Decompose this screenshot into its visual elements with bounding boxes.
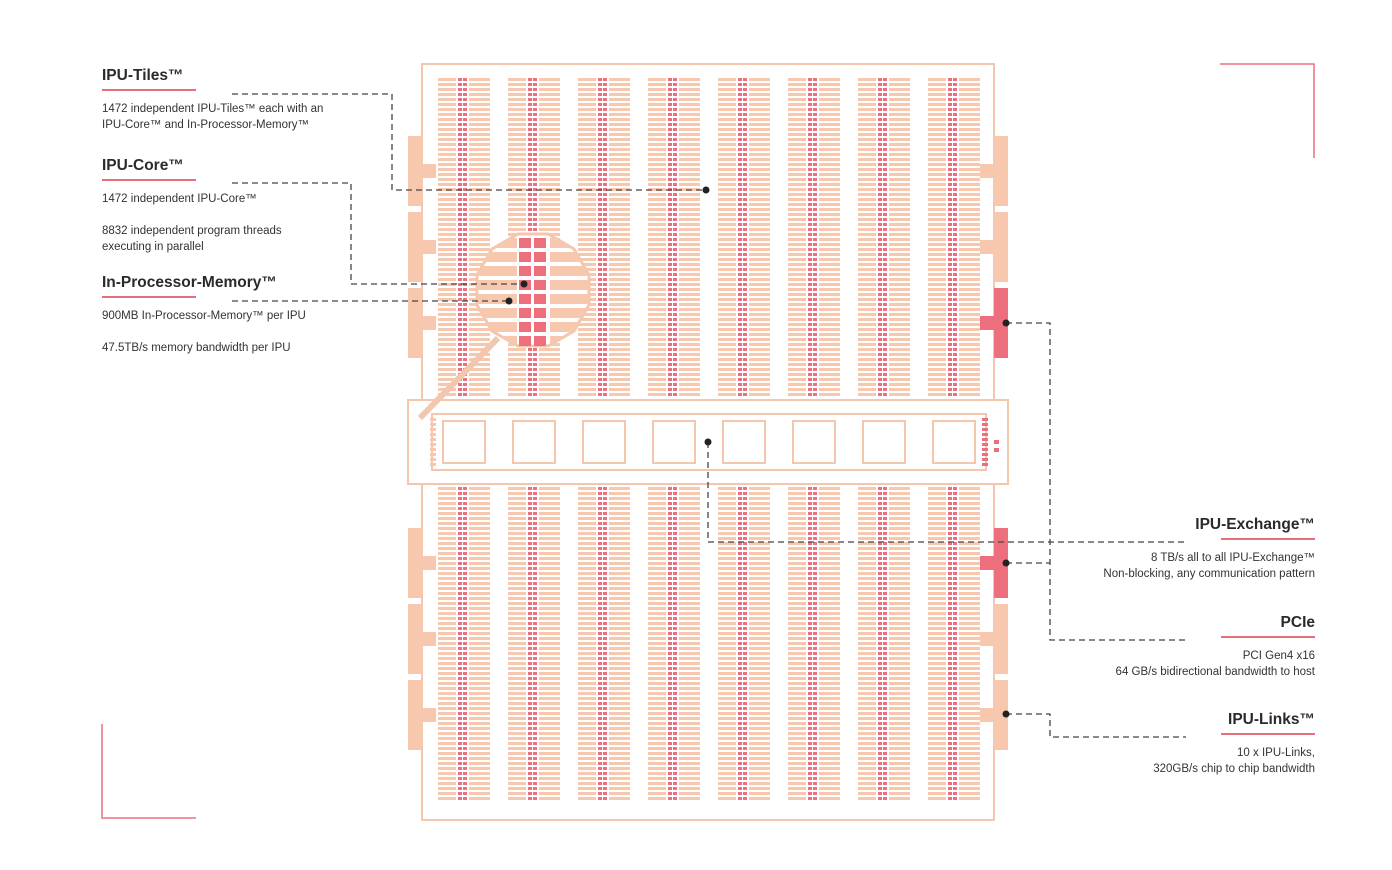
exchange-block	[652, 420, 696, 464]
leader-pcie	[1006, 322, 1186, 641]
ipu-core-title: IPU-Core™	[102, 157, 184, 174]
ipu-links-line-1: 10 x IPU-Links,	[1237, 747, 1315, 759]
link-connector	[408, 680, 422, 750]
corner-bracket-bottom-left	[101, 724, 196, 819]
tile-column	[858, 78, 910, 800]
tile-column	[788, 78, 840, 800]
exchange-block	[862, 420, 906, 464]
tile-column	[438, 78, 490, 800]
tile-column	[718, 78, 770, 800]
ipu-exchange-line-2: Non-blocking, any communication pattern	[1103, 568, 1315, 580]
in-processor-memory-line-2: 47.5TB/s memory bandwidth per IPU	[102, 342, 291, 354]
link-connector	[408, 288, 422, 358]
ipu-exchange-title: IPU-Exchange™	[1195, 516, 1315, 533]
link-connector	[408, 212, 422, 282]
ipu-links-title: IPU-Links™	[1228, 711, 1315, 728]
exchange-block	[792, 420, 836, 464]
exchange-block	[512, 420, 556, 464]
label-ipu-core: IPU-Core™ 1472 independent IPU-Core™ 883…	[102, 156, 282, 255]
exchange-block	[582, 420, 626, 464]
link-connector	[994, 288, 1008, 358]
ipu-core-line-2: 8832 independent program threads	[102, 225, 282, 237]
ipu-tiles-line-2: IPU-Core™ and In-Processor-Memory™	[102, 119, 310, 131]
dot-in-processor-memory	[505, 297, 513, 305]
magnifier-handle	[417, 335, 501, 421]
in-processor-memory-rule	[102, 296, 196, 298]
link-connector	[994, 528, 1008, 598]
label-ipu-links: IPU-Links™ 10 x IPU-Links, 320GB/s chip …	[1153, 710, 1315, 777]
dot-ipu-links	[1002, 710, 1010, 718]
leader-ipu-exchange	[707, 442, 1186, 543]
leader-ipu-tiles	[232, 93, 706, 191]
link-connector	[408, 528, 422, 598]
exchange-block	[722, 420, 766, 464]
link-connector	[408, 604, 422, 674]
leader-lines	[232, 93, 1186, 738]
link-connector	[994, 136, 1008, 206]
side-connectors	[408, 136, 1008, 750]
link-connector	[994, 604, 1008, 674]
ipu-tiles-title: IPU-Tiles™	[102, 67, 184, 84]
dot-ipu-exchange	[704, 438, 712, 446]
label-pcie: PCIe PCI Gen4 x16 64 GB/s bidirectional …	[1116, 613, 1315, 680]
pcie-title: PCIe	[1280, 614, 1315, 631]
label-ipu-exchange: IPU-Exchange™ 8 TB/s all to all IPU-Exch…	[1103, 515, 1315, 582]
link-connector	[408, 136, 422, 206]
magnifier-lens	[417, 232, 591, 421]
link-connector	[994, 212, 1008, 282]
ipu-links-rule	[1221, 733, 1315, 735]
ipu-tile-grid	[438, 78, 980, 800]
dot-ipu-core	[520, 280, 528, 288]
pcie-line-2: 64 GB/s bidirectional bandwidth to host	[1115, 666, 1315, 678]
exchange-inner	[431, 413, 987, 471]
dot-exchange-port	[1002, 559, 1010, 567]
ipu-core-line-1: 1472 independent IPU-Core™	[102, 193, 257, 205]
leader-dots	[505, 186, 1010, 718]
ipu-core-line-3: executing in parallel	[102, 241, 204, 253]
ipu-links-line-2: 320GB/s chip to chip bandwidth	[1153, 763, 1315, 775]
ipu-exchange-line-1: 8 TB/s all to all IPU-Exchange™	[1150, 552, 1315, 564]
exchange-block	[442, 420, 486, 464]
corner-bracket-top-right	[1220, 63, 1315, 158]
label-ipu-tiles: IPU-Tiles™ 1472 independent IPU-Tiles™ e…	[102, 66, 323, 133]
dot-ipu-tiles	[702, 186, 710, 194]
exchange-blocks	[430, 418, 999, 466]
link-connector	[994, 680, 1008, 750]
ipu-exchange-rule	[1221, 538, 1315, 540]
pcie-line-1: PCI Gen4 x16	[1242, 650, 1315, 662]
ipu-core-rule	[102, 179, 196, 181]
ipu-tiles-line-1: 1472 independent IPU-Tiles™ each with an	[102, 103, 324, 115]
tile-column	[928, 78, 980, 800]
pcie-rule	[1221, 636, 1315, 638]
label-in-processor-memory: In-Processor-Memory™ 900MB In-Processor-…	[102, 273, 306, 356]
exchange-block	[932, 420, 976, 464]
in-processor-memory-line-1: 900MB In-Processor-Memory™ per IPU	[102, 310, 306, 322]
in-processor-memory-title: In-Processor-Memory™	[102, 274, 277, 291]
leader-ipu-links	[1006, 713, 1186, 738]
dot-pcie	[1002, 319, 1010, 327]
ipu-tiles-rule	[102, 89, 196, 91]
